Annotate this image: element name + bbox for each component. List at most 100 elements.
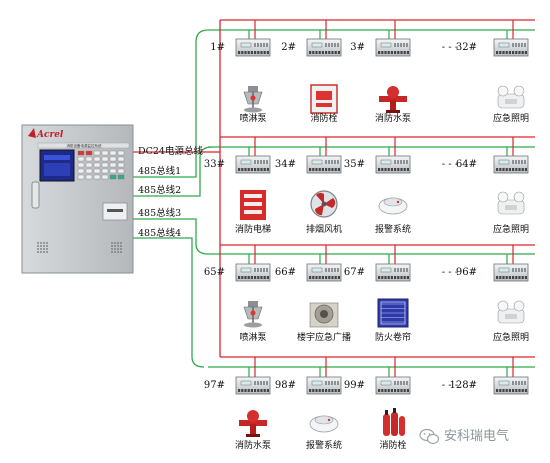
- module-terminal: [397, 276, 400, 279]
- module-terminal: [325, 389, 328, 392]
- module-led: [328, 381, 330, 385]
- module-led: [515, 160, 517, 164]
- module-led: [518, 43, 520, 47]
- module-terminal: [238, 51, 241, 54]
- module-unit: 34#: [275, 155, 342, 174]
- keypad-key: [117, 150, 125, 156]
- grille-hole: [40, 245, 42, 247]
- module-number: 3#: [350, 42, 365, 53]
- module-terminal: [263, 51, 266, 54]
- module-terminal: [241, 276, 244, 279]
- device-row: 65#66#67#96#- - -喷淋泵楼宇应急广播防火卷帘应急照明: [204, 263, 529, 343]
- module-ellipsis: - - -: [442, 42, 459, 53]
- module-terminal: [263, 168, 266, 171]
- module-terminal: [508, 389, 511, 392]
- module-led: [518, 160, 520, 164]
- device-label: 楼宇应急广播: [297, 331, 351, 343]
- device-label: 喷淋泵: [239, 112, 266, 124]
- device-label: 消防水泵: [235, 439, 271, 451]
- keypad-key: [101, 168, 109, 174]
- module-number: 96#: [456, 267, 477, 278]
- module-unit: 3#: [350, 38, 411, 57]
- module-led: [406, 268, 408, 272]
- keypad-key: [85, 156, 93, 162]
- broadcast-speaker-icon: [309, 302, 339, 328]
- module-terminal: [257, 276, 260, 279]
- module-led: [524, 381, 526, 385]
- module-terminal: [244, 51, 247, 54]
- door-handle: [31, 181, 40, 209]
- module-terminal: [337, 389, 340, 392]
- module-terminal: [250, 168, 253, 171]
- module-led: [403, 381, 405, 385]
- module-led: [325, 160, 327, 164]
- bus-label: 485总线2: [138, 184, 181, 196]
- module-terminal: [512, 51, 515, 54]
- module-led: [512, 43, 514, 47]
- module-terminal: [250, 51, 253, 54]
- keypad-key: [117, 156, 125, 162]
- module-unit: 97#: [204, 376, 271, 395]
- module-display: [498, 380, 510, 386]
- module-terminal: [331, 51, 334, 54]
- module-terminal: [397, 51, 400, 54]
- module-terminal: [502, 168, 505, 171]
- device-label: 排烟风机: [306, 223, 342, 235]
- speaker-grille: [37, 242, 122, 253]
- module-led: [521, 43, 523, 47]
- module-led: [331, 381, 333, 385]
- module-terminal: [384, 276, 387, 279]
- grille-hole: [117, 251, 119, 253]
- module-led: [406, 160, 408, 164]
- module-terminal: [263, 276, 266, 279]
- grille-hole: [40, 251, 42, 253]
- module-unit: 67#: [344, 263, 411, 282]
- module-led: [337, 43, 339, 47]
- watermark: 安科瑞电气: [419, 428, 509, 445]
- device-item: 消防水泵: [375, 86, 411, 124]
- module-number: 32#: [456, 42, 477, 53]
- module-display: [498, 42, 510, 48]
- device-label: 应急照明: [493, 223, 529, 235]
- module-number: 33#: [204, 159, 225, 170]
- grille-hole: [37, 248, 39, 250]
- device-item: 报警系统: [306, 415, 342, 451]
- grille-hole: [111, 251, 113, 253]
- fire-shutter-icon: [377, 298, 409, 328]
- rs485-feed-1: [133, 29, 209, 178]
- module-terminal: [238, 389, 241, 392]
- module-led: [394, 381, 396, 385]
- module-terminal: [257, 51, 260, 54]
- module-unit: 96#: [456, 263, 529, 282]
- module-terminal: [328, 51, 331, 54]
- smoke-detector-icon: [309, 415, 339, 433]
- module-led: [263, 160, 265, 164]
- module-terminal: [321, 51, 324, 54]
- module-terminal: [403, 168, 406, 171]
- module-display: [240, 380, 252, 386]
- module-terminal: [381, 168, 384, 171]
- module-led: [254, 381, 256, 385]
- module-terminal: [524, 51, 527, 54]
- module-terminal: [387, 276, 390, 279]
- grille-hole: [114, 248, 116, 250]
- module-display: [311, 42, 323, 48]
- module-led: [266, 160, 268, 164]
- module-terminal: [390, 276, 393, 279]
- module-terminal: [241, 51, 244, 54]
- module-terminal: [328, 389, 331, 392]
- exhaust-fan-icon: [310, 190, 338, 218]
- module-terminal: [241, 389, 244, 392]
- module-display: [380, 267, 392, 273]
- rs485-feed-2: [133, 146, 213, 197]
- module-terminal: [247, 276, 250, 279]
- module-unit: 2#: [281, 38, 342, 57]
- module-terminal: [524, 276, 527, 279]
- module-led: [512, 160, 514, 164]
- module-unit: 32#: [456, 38, 529, 57]
- module-terminal: [502, 276, 505, 279]
- module-terminal: [496, 389, 499, 392]
- module-terminal: [315, 168, 318, 171]
- grille-hole: [37, 242, 39, 244]
